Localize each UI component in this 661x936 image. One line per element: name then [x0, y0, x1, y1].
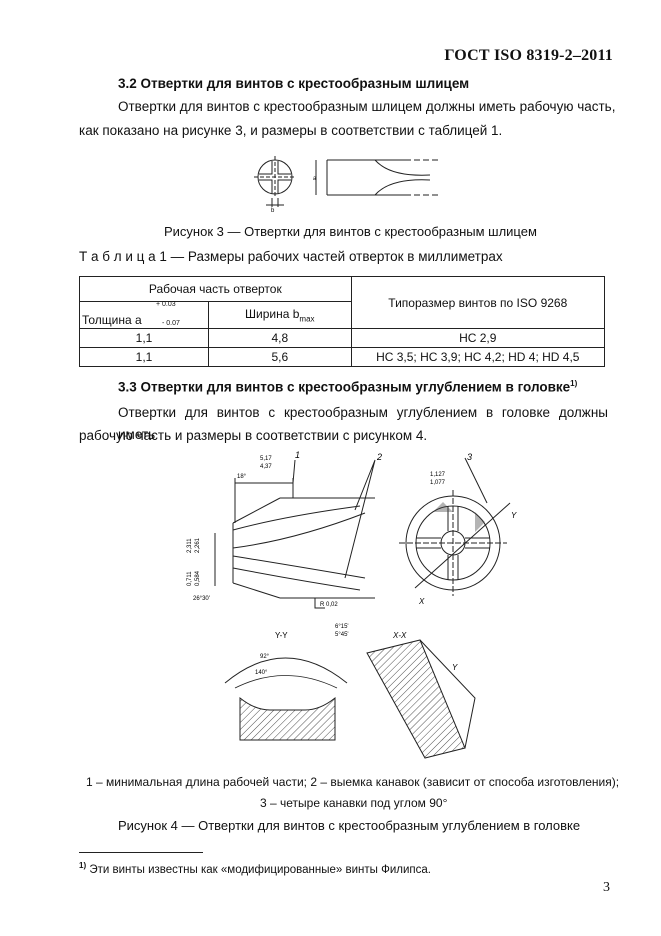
angle-92: 92° — [260, 654, 270, 660]
figure-4-legend-line2: 3 – четыре канавки под углом 90° — [260, 796, 448, 810]
footnote: 1) Эти винты известны как «модифицирован… — [79, 861, 431, 876]
figure-4-drawing: 5,17 4,37 1 2 18° 2,311 2,261 0,711 0,58… — [187, 450, 517, 759]
page-number: 3 — [603, 880, 610, 895]
footnote-text: Эти винты известны как «модифицированные… — [89, 863, 431, 876]
dim-1077: 1,077 — [430, 480, 446, 486]
figure-4-caption: Рисунок 4 — Отвертки для винтов с кресто… — [118, 818, 581, 833]
label-x-bottom: X — [418, 597, 425, 606]
dim-0711: 0,711 — [187, 571, 193, 586]
fig3-label-a: a — [313, 176, 317, 182]
callout-3: 3 — [467, 452, 472, 462]
tolerance-plus: + 0.03 — [156, 301, 176, 308]
tolerance-minus: - 0.07 — [162, 320, 180, 327]
cell-size: НС 3,5; НС 3,9; НС 4,2; HD 4; HD 4,5 — [350, 347, 606, 367]
callout-1: 1 — [295, 450, 300, 460]
dim-517: 5,17 — [260, 456, 272, 462]
dim-2311: 2,311 — [187, 538, 193, 553]
footnote-divider — [79, 852, 203, 853]
table-title-text: 1 — Размеры рабочих частей отверток в ми… — [159, 249, 503, 264]
table-1: Рабочая часть отверток Типоразмер винтов… — [79, 276, 606, 367]
label-y-section: Y — [452, 663, 458, 672]
table-label-spaced: Т а б л и ц а — [79, 249, 156, 264]
figure-4-legend-line1: 1 – минимальная длина рабочей части; 2 –… — [86, 775, 620, 789]
callout-2: 2 — [376, 452, 382, 462]
section-3-2-para-line2: как показано на рисунке 3, и размеры в с… — [79, 123, 503, 138]
footnote-mark: 1) — [79, 861, 87, 870]
standard-designation: ГОСТ ISO 8319-2–2011 — [444, 47, 613, 64]
section-3-3-para-line2: рабочую часть и размеры в соответствии с… — [79, 428, 428, 443]
table-1-title: Т а б л и ц а 1 — Размеры рабочих частей… — [79, 249, 503, 264]
angle-615: 6°15' — [335, 624, 349, 630]
thickness-label: Толщина а — [82, 313, 142, 327]
dim-437: 4,37 — [260, 464, 272, 470]
section-3-3-heading: 3.3 Отвертки для винтов с крестообразным… — [118, 379, 577, 395]
header-screw-size: Типоразмер винтов по ISO 9268 — [350, 276, 606, 329]
radius-r002: R 0,02 — [320, 602, 338, 608]
header-width: Ширина bmax — [208, 301, 352, 329]
cell-thickness: 1,1 — [79, 328, 209, 348]
width-label: Ширина b — [245, 306, 300, 321]
width-subscript: max — [299, 314, 315, 324]
section-3-3-para-line1: Отвертки для винтов с крестообразным угл… — [118, 405, 608, 442]
angle-545: 5°45' — [335, 632, 349, 638]
cell-width: 4,8 — [208, 328, 352, 348]
cell-size: НС 2,9 — [350, 328, 606, 348]
header-thickness: + 0.03 Толщина а - 0.07 — [79, 301, 209, 329]
table-row: 1,1 4,8 НС 2,9 — [79, 328, 606, 348]
section-3-3-heading-text: 3.3 Отвертки для винтов с крестообразным… — [118, 379, 571, 395]
angle-18: 18° — [237, 474, 247, 480]
figure-3-caption: Рисунок 3 — Отвертки для винтов с кресто… — [164, 224, 537, 239]
footnote-ref: 1) — [570, 379, 578, 388]
cell-thickness: 1,1 — [79, 347, 209, 367]
section-3-2-para-line1: Отвертки для винтов с крестообразным шли… — [118, 99, 616, 114]
angle-140: 140° — [255, 670, 268, 676]
angle-26: 26°30' — [193, 596, 210, 602]
dim-0584: 0,584 — [195, 570, 201, 586]
section-3-2-heading: 3.2 Отвертки для винтов с крестообразным… — [118, 76, 470, 91]
section-xx-label: X-X — [392, 631, 407, 640]
figure-3-drawing: a b — [254, 156, 440, 212]
dim-2261: 2,261 — [195, 537, 201, 553]
table-row: 1,1 5,6 НС 3,5; НС 3,9; НС 4,2; HD 4; HD… — [79, 347, 606, 367]
fig3-label-b: b — [271, 208, 275, 212]
dim-1127: 1,127 — [430, 472, 446, 478]
cell-width: 5,6 — [208, 347, 352, 367]
header-working-part: Рабочая часть отверток — [79, 276, 352, 302]
section-yy-label: Y-Y — [275, 631, 288, 640]
label-y-top: Y — [511, 511, 517, 520]
